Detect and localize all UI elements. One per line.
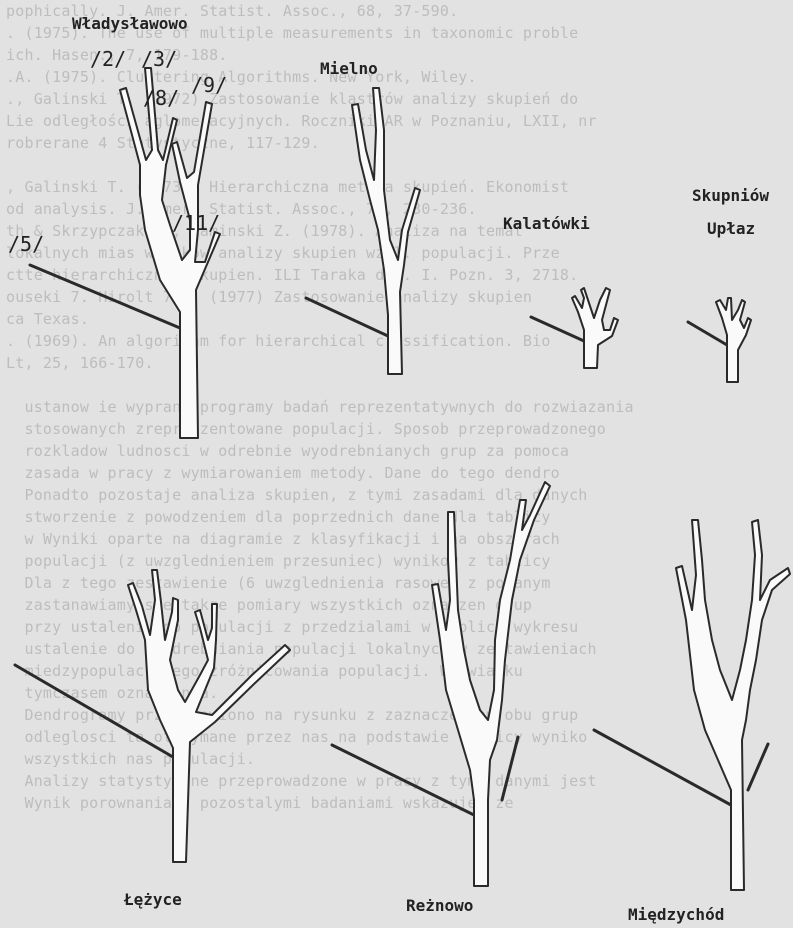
tree-lezyce xyxy=(15,570,290,862)
tree-wladyslawowo xyxy=(30,68,220,438)
label-wladyslawowo: Władysławowo xyxy=(72,14,188,33)
mark-5: /5/ xyxy=(8,232,44,256)
label-kalatowki: Kalatówki xyxy=(503,214,590,233)
label-uplaz: Upłaz xyxy=(707,219,755,238)
label-skupniow: Skupniów xyxy=(692,186,769,205)
tree-uplaz xyxy=(688,298,751,382)
label-lezyce: Łężyce xyxy=(124,890,182,909)
tree-mielno xyxy=(306,88,420,374)
mark-3: /3/ xyxy=(141,47,177,71)
tree-miedzychod xyxy=(594,520,790,890)
label-miedzychod: Międzychód xyxy=(628,905,724,924)
mark-8: /8/ xyxy=(143,86,179,110)
label-reznowo: Reżnowo xyxy=(406,896,473,915)
mark-9: /9/ xyxy=(191,73,227,97)
tree-reznowo xyxy=(332,482,550,886)
label-mielno: Mielno xyxy=(320,59,378,78)
tree-kalatowki xyxy=(531,288,618,368)
mark-2: /2/ xyxy=(90,47,126,71)
mark-11: /11/ xyxy=(172,211,220,235)
